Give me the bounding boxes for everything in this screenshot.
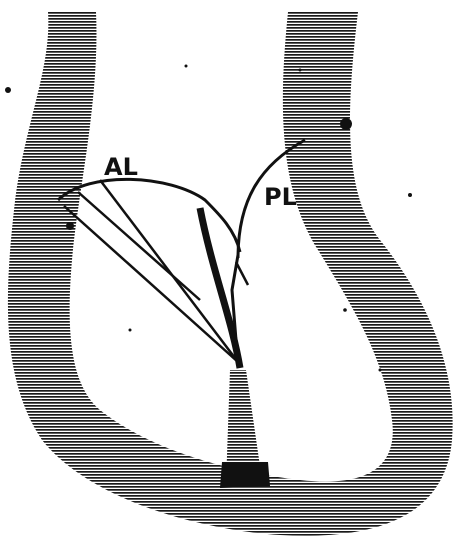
anterior-leaflet — [58, 179, 240, 252]
papillary-muscle-dark — [220, 462, 270, 488]
label-al: AL — [104, 153, 138, 181]
label-pl: PL — [264, 183, 297, 211]
chordae-tendineae — [64, 180, 248, 368]
